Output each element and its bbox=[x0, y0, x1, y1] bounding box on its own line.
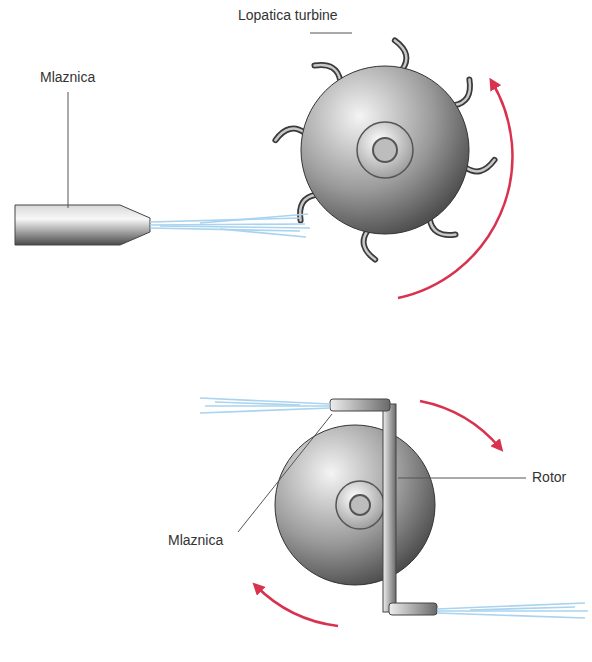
turbine-blade bbox=[454, 79, 470, 105]
turbine-blade bbox=[364, 230, 376, 259]
part-label: Mlaznica bbox=[168, 533, 223, 548]
wheel-shaft bbox=[373, 138, 397, 162]
turbine-blade bbox=[300, 195, 316, 221]
rotation-arrow bbox=[398, 82, 512, 298]
water-jet bbox=[150, 214, 310, 237]
turbine-blade bbox=[465, 160, 494, 172]
turbine-blade bbox=[275, 129, 304, 141]
rotation-arrow bbox=[256, 586, 338, 626]
water-jet bbox=[200, 398, 588, 618]
leader-line bbox=[398, 478, 526, 479]
wheel-hub bbox=[357, 122, 413, 178]
turbine-blade bbox=[364, 230, 376, 259]
turbine-blade bbox=[395, 40, 407, 69]
nozzle bbox=[15, 205, 150, 245]
leader-line bbox=[310, 33, 352, 34]
turbine-blade bbox=[430, 219, 456, 235]
turbine-blade bbox=[275, 129, 304, 141]
part-label: Lopatica turbine bbox=[238, 8, 338, 23]
rotor-arm bbox=[330, 399, 437, 615]
turbine-blade bbox=[314, 65, 340, 81]
turbine-wheel bbox=[301, 66, 469, 234]
leader-line bbox=[238, 414, 332, 532]
turbine-blades bbox=[275, 40, 494, 259]
turbine-blade bbox=[395, 40, 407, 69]
turbine-blade bbox=[314, 65, 340, 81]
turbine-blade bbox=[465, 160, 494, 172]
turbine-blade bbox=[300, 195, 316, 221]
rotor-shaft bbox=[350, 495, 370, 515]
rotor-hub bbox=[336, 481, 384, 529]
rotor-disc bbox=[275, 425, 435, 585]
leader-line bbox=[68, 92, 69, 208]
rotation-arrow bbox=[420, 401, 500, 448]
turbine-blade bbox=[430, 219, 456, 235]
turbine-blade bbox=[454, 79, 470, 105]
part-label: Rotor bbox=[532, 470, 566, 485]
part-label: Mlaznica bbox=[40, 70, 95, 85]
